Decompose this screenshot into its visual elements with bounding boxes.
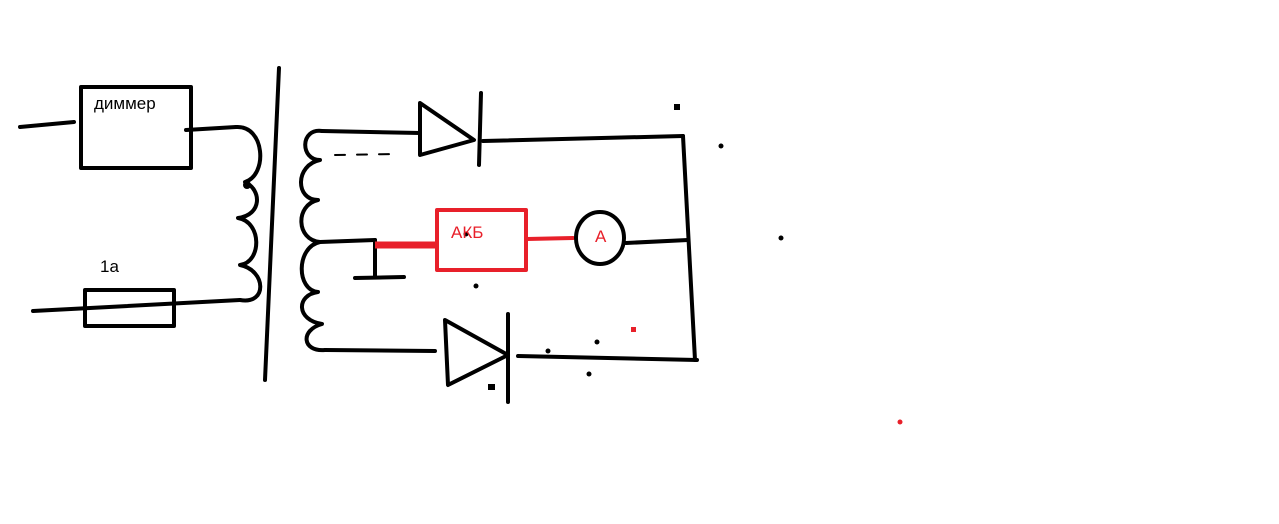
dimmer-box <box>79 85 193 170</box>
input-wire-bottom <box>31 298 242 313</box>
diode-top-bar <box>477 91 483 167</box>
output-bus <box>681 134 697 362</box>
ammeter-label: A <box>595 227 607 246</box>
diode-top-triangle <box>418 101 476 157</box>
secondary-top-lead <box>320 129 422 135</box>
input-wire-top <box>18 120 76 129</box>
diode-bottom-triangle <box>443 318 510 387</box>
transformer-core <box>263 66 281 382</box>
ground-bar <box>353 275 406 280</box>
diode-bottom-output-wire <box>516 354 699 362</box>
secondary-center-tap <box>318 238 377 244</box>
stray-dots <box>463 104 903 425</box>
fuse <box>83 288 176 328</box>
primary-winding <box>234 124 263 303</box>
dimmer-output-wire <box>184 125 238 132</box>
diode-top-output-wire <box>481 134 685 143</box>
primary-tap-dot <box>243 181 251 189</box>
ammeter-circle <box>574 210 626 266</box>
dash-mark <box>334 153 396 156</box>
secondary-bottom-lead <box>323 348 437 353</box>
battery-positive-wire <box>525 236 575 241</box>
fuse-label: 1a <box>100 257 119 276</box>
battery-label: АКБ <box>451 223 484 242</box>
dimmer-label: диммер <box>94 94 156 113</box>
ammeter-output-wire <box>624 238 690 245</box>
